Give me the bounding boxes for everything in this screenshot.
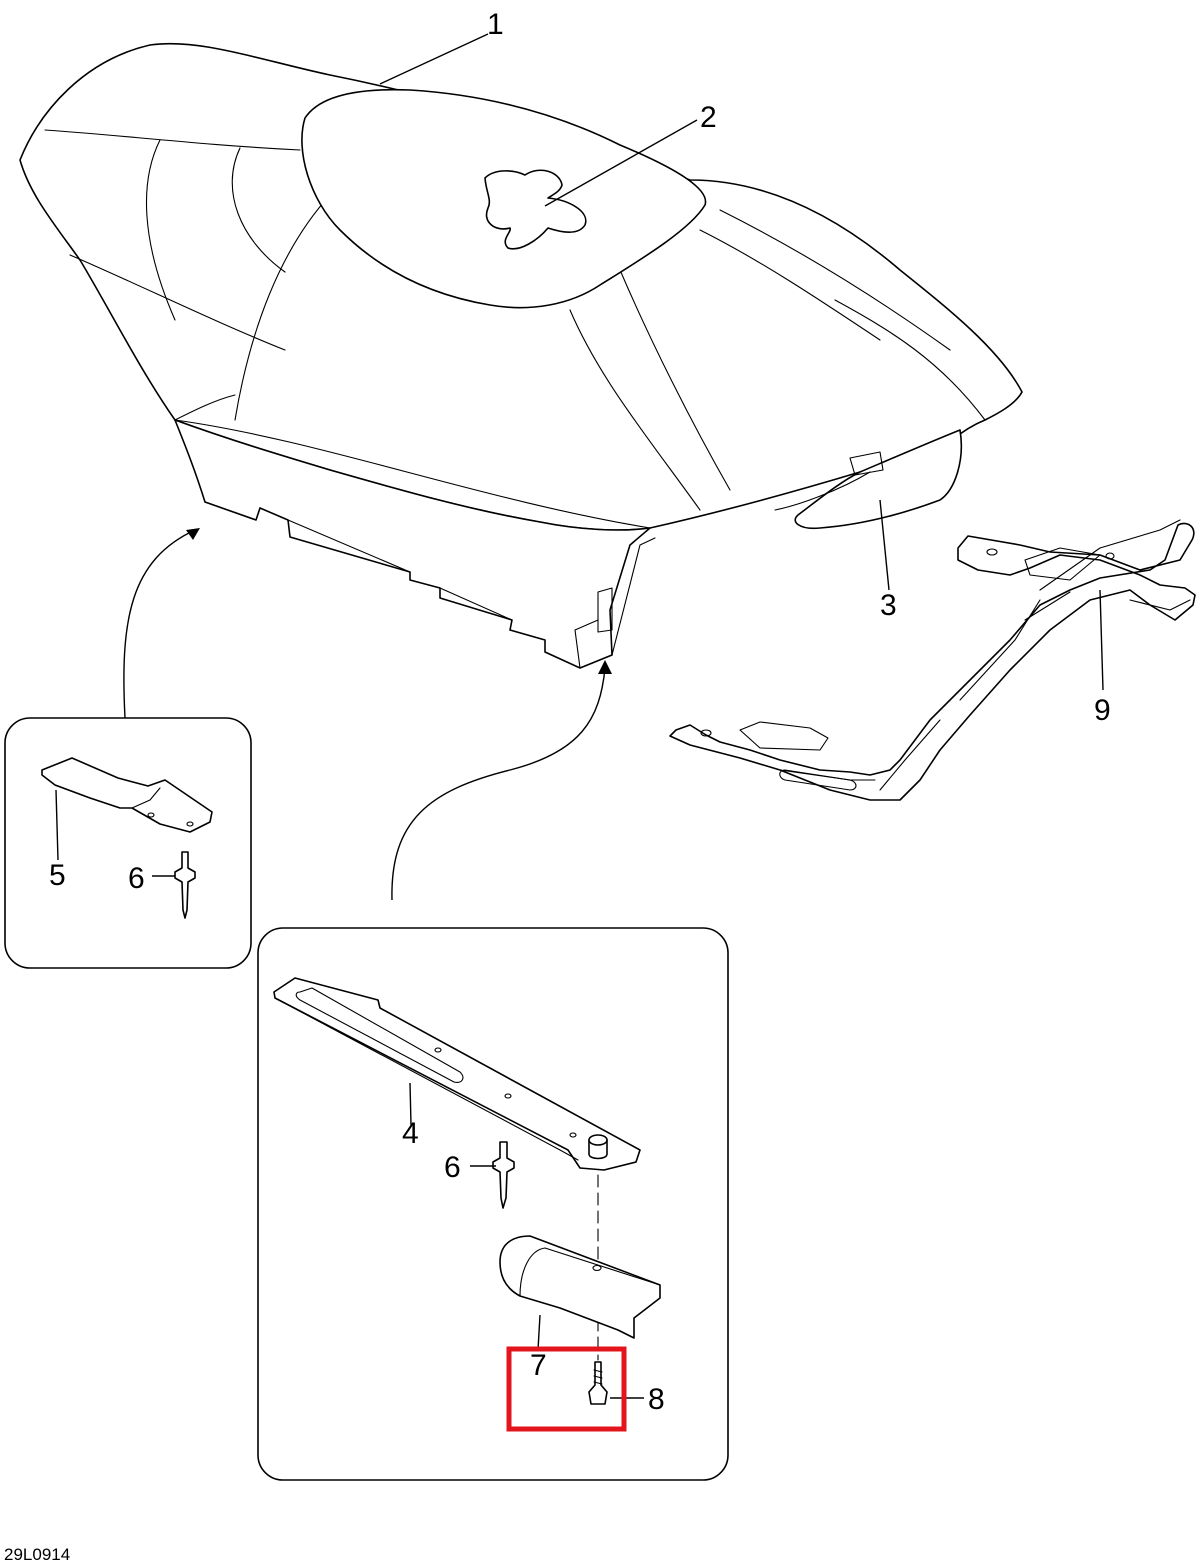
rivet-part-6-b bbox=[492, 1141, 515, 1209]
bracket-part-4 bbox=[273, 977, 641, 1171]
highlight-box bbox=[506, 1346, 627, 1432]
callout-7: 7 bbox=[530, 1349, 547, 1382]
bracket-part-5 bbox=[41, 757, 213, 833]
callout-4: 4 bbox=[402, 1117, 419, 1150]
arrow-head-right bbox=[598, 660, 612, 674]
logo-decal bbox=[484, 169, 587, 250]
callout-9: 9 bbox=[1094, 694, 1111, 727]
figure-id: 29L0914 bbox=[4, 1545, 70, 1564]
detail-arrows bbox=[123, 528, 612, 901]
callout-2: 2 bbox=[700, 101, 717, 134]
callout-leaders bbox=[379, 33, 1104, 691]
clip-part-7 bbox=[499, 1235, 661, 1339]
arrow-head-left bbox=[186, 528, 200, 540]
callout-5: 5 bbox=[49, 859, 66, 892]
callout-6-inset-b: 6 bbox=[444, 1151, 461, 1184]
callout-3: 3 bbox=[880, 589, 897, 622]
inset-box-a bbox=[4, 717, 252, 969]
seat-tail bbox=[794, 429, 963, 530]
seat-assembly bbox=[19, 42, 1023, 669]
inset-box-b bbox=[257, 927, 729, 1481]
callout-1: 1 bbox=[487, 8, 504, 41]
callout-6-inset-a: 6 bbox=[128, 862, 145, 895]
callout-8: 8 bbox=[648, 1383, 665, 1416]
rivet-part-6-a bbox=[174, 851, 196, 919]
grab-handle-part-9 bbox=[669, 519, 1196, 801]
